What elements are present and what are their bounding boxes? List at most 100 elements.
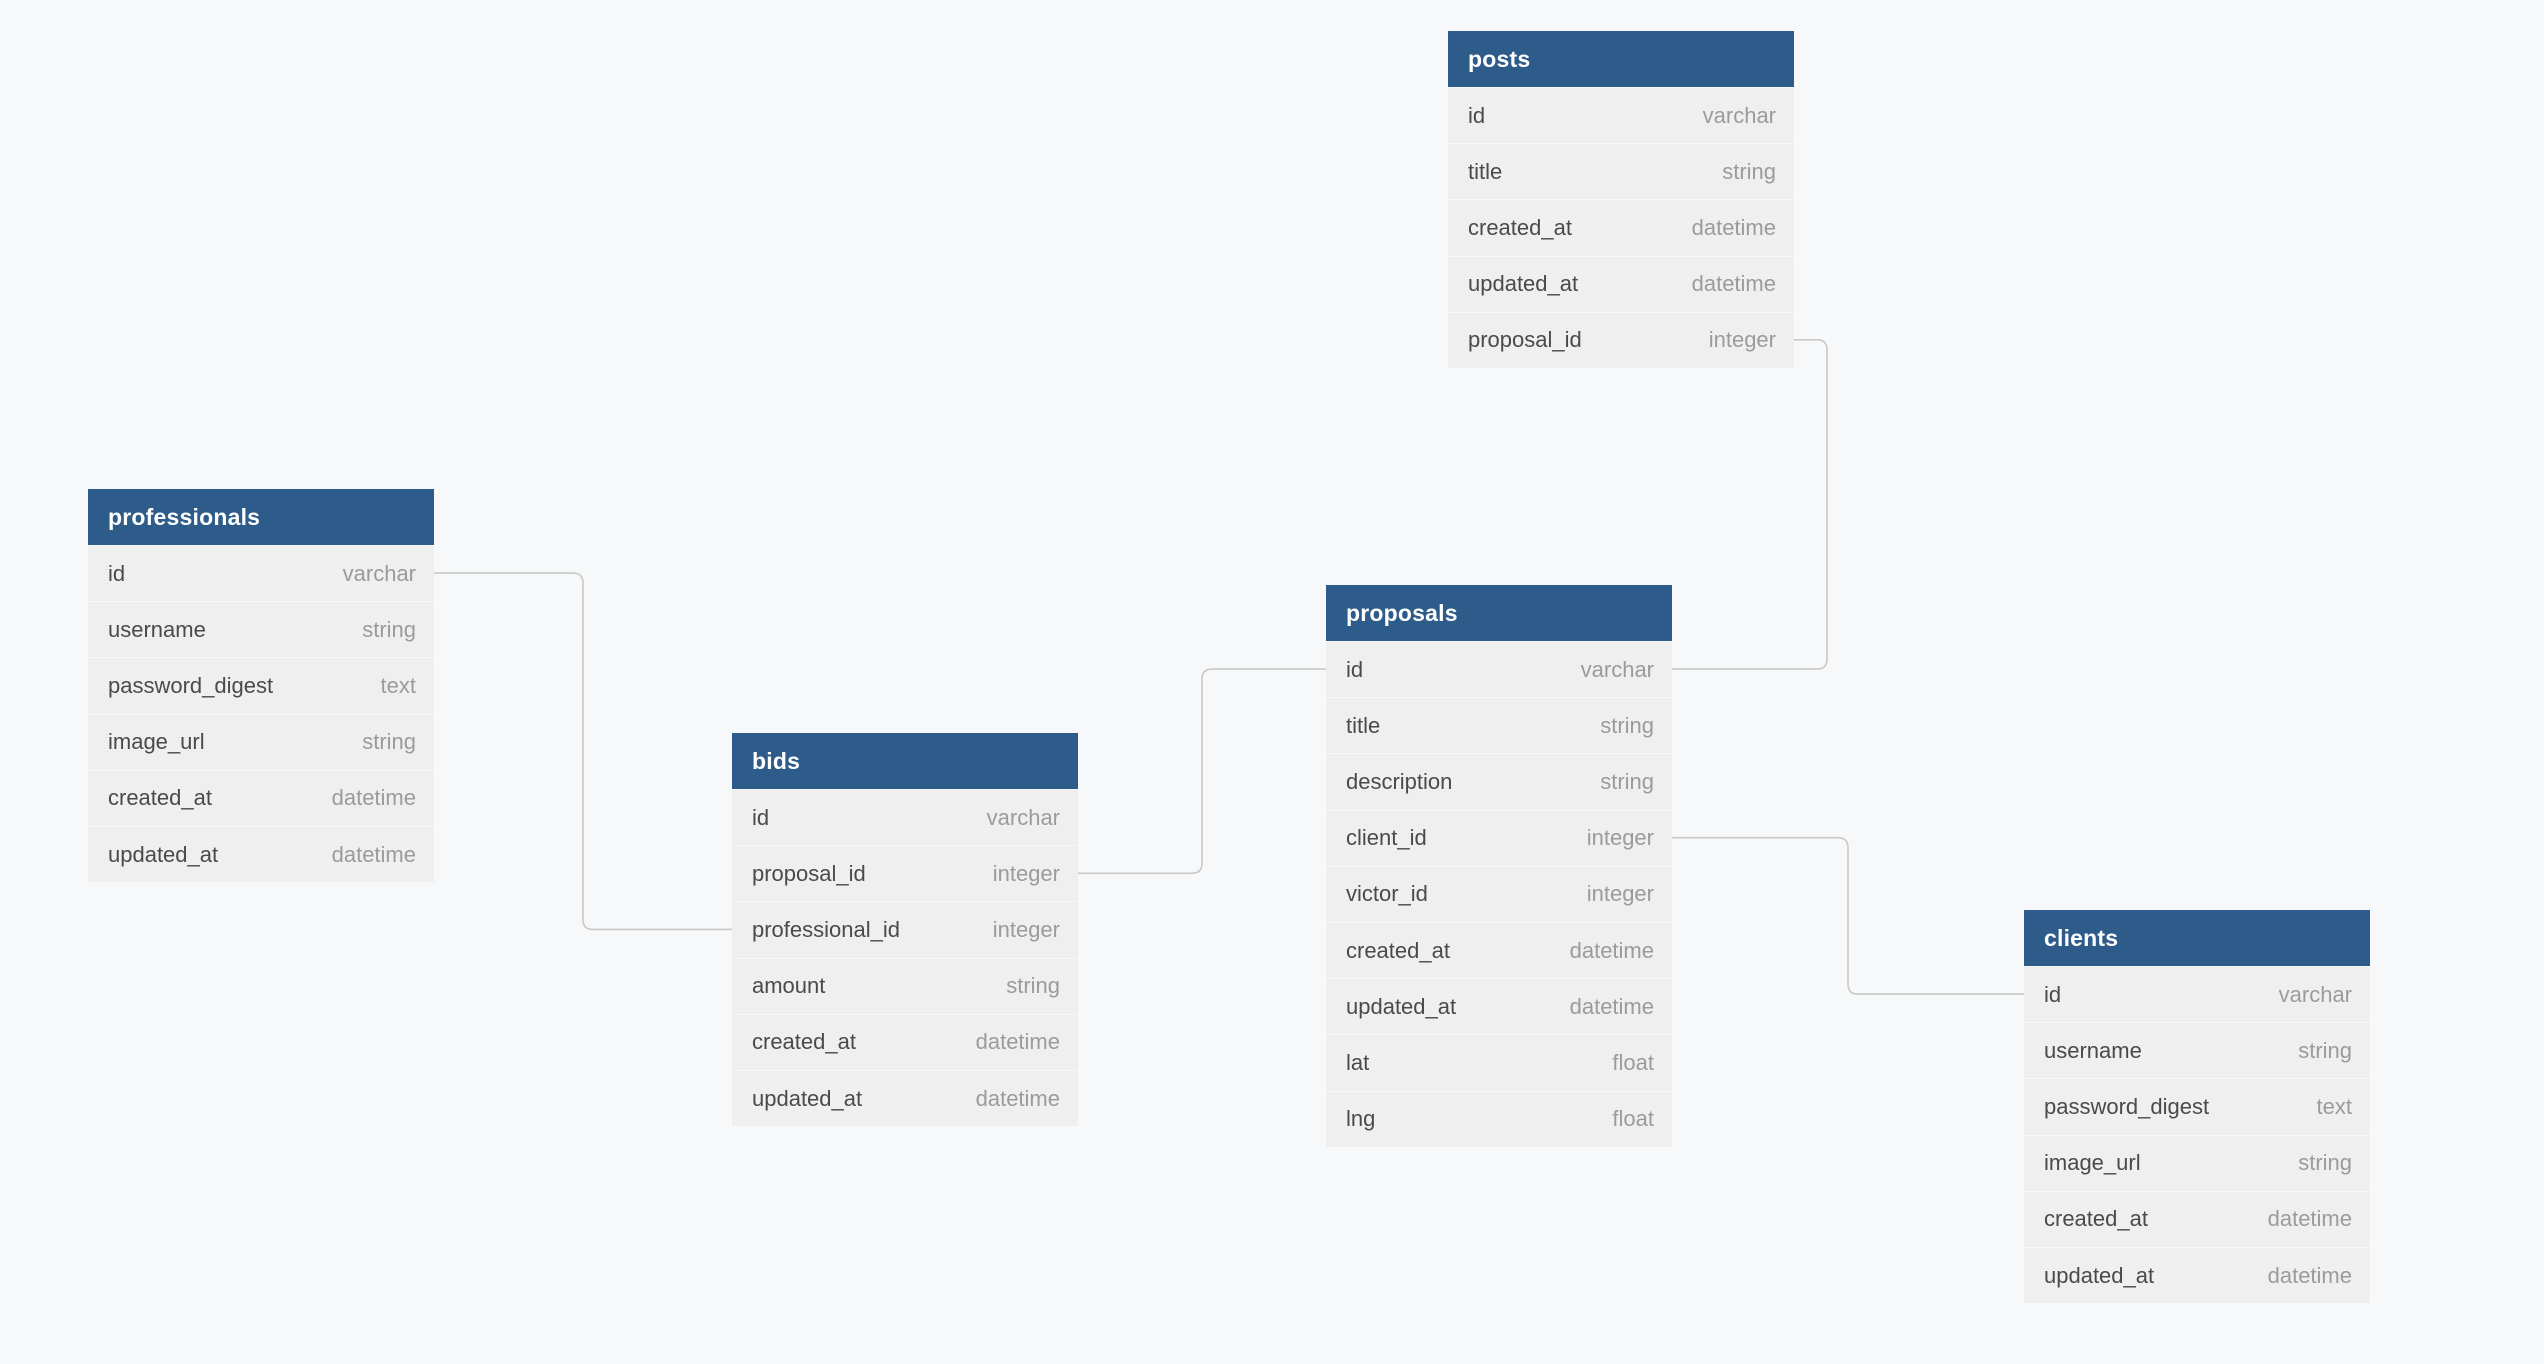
table-row[interactable]: updated_at datetime (1448, 255, 1794, 312)
table-row[interactable]: id varchar (732, 789, 1078, 846)
field-type: datetime (1569, 937, 1654, 963)
field-type: datetime (2267, 1262, 2352, 1288)
field-type: text (380, 672, 416, 698)
field-type: integer (1586, 825, 1654, 851)
table-row[interactable]: professional_id integer (732, 901, 1078, 958)
relationship-connector-posts-proposals[interactable] (1672, 339, 1828, 670)
table-row[interactable]: created_at datetime (1448, 199, 1794, 256)
table-header[interactable]: professionals (88, 489, 434, 545)
field-name: amount (752, 973, 826, 999)
field-name: created_at (2044, 1206, 2148, 1232)
table-row[interactable]: victor_id integer (1326, 865, 1672, 922)
table-row[interactable]: password_digest text (88, 657, 434, 714)
field-type: integer (1586, 881, 1654, 907)
table-posts[interactable]: posts id varchar title string created_at… (1448, 31, 1794, 368)
field-type: string (1600, 768, 1654, 794)
table-title: proposals (1346, 599, 1458, 626)
table-row[interactable]: title string (1326, 697, 1672, 754)
table-row[interactable]: proposal_id integer (1448, 311, 1794, 368)
table-row[interactable]: id varchar (1448, 87, 1794, 144)
table-row[interactable]: lng float (1326, 1090, 1672, 1147)
table-row[interactable]: created_at datetime (732, 1013, 1078, 1070)
field-name: id (1468, 102, 1486, 128)
field-name: proposal_id (1468, 327, 1582, 353)
table-clients[interactable]: clients id varchar username string passw… (2024, 910, 2370, 1304)
table-professionals[interactable]: professionals id varchar username string… (88, 489, 434, 883)
table-row[interactable]: description string (1326, 753, 1672, 810)
table-row[interactable]: proposal_id integer (732, 845, 1078, 902)
relationship-connector-bids-proposals[interactable] (1078, 668, 1326, 875)
field-type: text (2316, 1093, 2352, 1119)
table-row[interactable]: id varchar (2024, 966, 2370, 1023)
table-row[interactable]: client_id integer (1326, 809, 1672, 866)
table-row[interactable]: lat float (1326, 1034, 1672, 1091)
table-row[interactable]: updated_at datetime (1326, 978, 1672, 1035)
field-type: string (1722, 158, 1776, 184)
field-name: username (2044, 1037, 2142, 1063)
field-type: integer (992, 860, 1060, 886)
table-row[interactable]: updated_at datetime (732, 1069, 1078, 1127)
field-name: victor_id (1346, 881, 1428, 907)
field-name: lat (1346, 1049, 1370, 1075)
table-row[interactable]: image_url string (88, 713, 434, 770)
table-row[interactable]: created_at datetime (88, 769, 434, 826)
field-name: description (1346, 768, 1453, 794)
field-type: datetime (1691, 214, 1776, 240)
field-name: created_at (1346, 937, 1450, 963)
field-name: updated_at (752, 1085, 863, 1111)
field-name: proposal_id (752, 860, 866, 886)
field-name: updated_at (1468, 271, 1579, 297)
field-type: varchar (342, 560, 416, 586)
field-type: varchar (1580, 656, 1654, 682)
table-header[interactable]: clients (2024, 910, 2370, 966)
field-type: string (362, 616, 416, 642)
field-name: password_digest (2044, 1093, 2210, 1119)
field-type: float (1612, 1049, 1654, 1075)
table-row[interactable]: created_at datetime (2024, 1190, 2370, 1247)
field-type: datetime (1569, 993, 1654, 1019)
field-name: created_at (108, 785, 212, 811)
relationship-connector-professionals-bids[interactable] (434, 572, 732, 931)
field-type: varchar (2278, 981, 2352, 1007)
table-row[interactable]: amount string (732, 957, 1078, 1014)
field-name: professional_id (752, 916, 900, 942)
table-row[interactable]: updated_at datetime (2024, 1246, 2370, 1304)
table-proposals[interactable]: proposals id varchar title string descri… (1326, 585, 1672, 1147)
field-type: string (1006, 973, 1060, 999)
field-type: string (362, 729, 416, 755)
field-name: title (1468, 158, 1503, 184)
field-type: float (1612, 1106, 1654, 1132)
table-header[interactable]: bids (732, 733, 1078, 789)
field-name: title (1346, 712, 1381, 738)
field-type: string (1600, 712, 1654, 738)
table-row[interactable]: username string (2024, 1022, 2370, 1079)
table-row[interactable]: image_url string (2024, 1134, 2370, 1191)
table-row[interactable]: id varchar (88, 545, 434, 602)
field-name: updated_at (2044, 1262, 2155, 1288)
table-header[interactable]: posts (1448, 31, 1794, 87)
table-row[interactable]: id varchar (1326, 641, 1672, 698)
field-name: password_digest (108, 672, 274, 698)
field-name: id (752, 804, 770, 830)
field-name: id (108, 560, 126, 586)
field-name: username (108, 616, 206, 642)
field-type: integer (1708, 327, 1776, 353)
table-header[interactable]: proposals (1326, 585, 1672, 641)
table-row[interactable]: password_digest text (2024, 1078, 2370, 1135)
relationship-connector-proposals-clients[interactable] (1672, 836, 2024, 995)
table-row[interactable]: created_at datetime (1326, 921, 1672, 979)
table-row[interactable]: title string (1448, 143, 1794, 200)
field-type: integer (992, 916, 1060, 942)
table-row[interactable]: username string (88, 601, 434, 658)
field-type: varchar (1702, 102, 1776, 128)
table-bids[interactable]: bids id varchar proposal_id integer prof… (732, 733, 1078, 1127)
field-type: varchar (986, 804, 1060, 830)
table-title: posts (1468, 45, 1531, 72)
table-row[interactable]: updated_at datetime (88, 825, 434, 883)
field-name: client_id (1346, 825, 1427, 851)
field-type: datetime (975, 1029, 1060, 1055)
field-name: lng (1346, 1106, 1376, 1132)
field-name: updated_at (108, 841, 219, 867)
